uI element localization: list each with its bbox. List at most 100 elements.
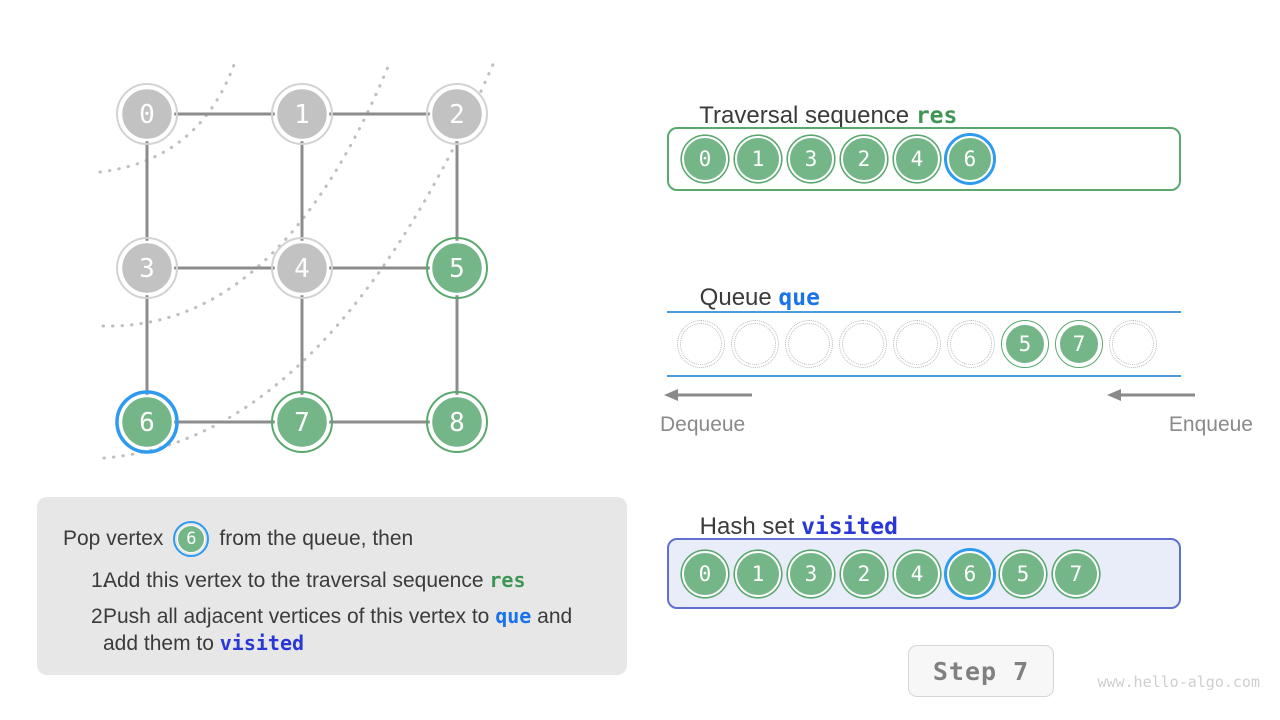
res-token: 3 [788, 136, 834, 182]
graph-node-3[interactable]: 3 [116, 237, 178, 299]
queue-slot-label: 7 [1058, 323, 1100, 365]
queue-slot-label [950, 323, 992, 365]
queue-slot-outer-ring [731, 320, 779, 368]
caption-box: Pop vertex 6 from the queue, then Add th… [37, 497, 627, 675]
graph-canvas: 0 1 2 3 4 5 6 7 8 [98, 60, 496, 460]
queue-slot-empty [1109, 320, 1157, 368]
queue-slot-label [734, 323, 776, 365]
caption-step-2-code-que: que [495, 604, 532, 628]
caption-pop-suffix: from the queue, then [219, 527, 414, 550]
node-outer-ring [271, 83, 333, 145]
queue-slot-outer-ring [893, 320, 941, 368]
visited-token-label: 7 [1053, 550, 1099, 597]
graph-node-5[interactable]: 5 [426, 237, 488, 299]
queue-slot-outer-ring [1055, 320, 1103, 368]
graph-node-0[interactable]: 0 [116, 83, 178, 145]
graph-nodes: 0 1 2 3 4 5 6 7 8 [115, 83, 488, 454]
res-token-label: 3 [788, 136, 834, 182]
node-outer-ring [116, 237, 178, 299]
watermark: www.hello-algo.com [1097, 673, 1260, 691]
queue-slot-outer-ring [677, 320, 725, 368]
res-token: 4 [894, 136, 940, 182]
visited-title-text: Hash set [699, 513, 802, 540]
visited-token: 5 [1000, 550, 1046, 597]
visited-token: 7 [1053, 550, 1099, 597]
node-outer-ring [115, 390, 179, 454]
visited-token: 2 [841, 550, 887, 597]
node-label: 8 [449, 408, 465, 438]
step-badge: Step 7 [908, 645, 1054, 697]
queue-slot-label [680, 323, 722, 365]
queue-slot-outer-ring [839, 320, 887, 368]
visited-token: 4 [894, 550, 940, 597]
node-fill [429, 240, 485, 296]
visited-token-label: 3 [788, 550, 834, 597]
visited-token: 6 [947, 550, 993, 597]
res-token-label: 0 [682, 136, 728, 182]
queue-slot-label [1112, 323, 1154, 365]
node-outer-ring [271, 391, 333, 453]
graph-node-7[interactable]: 7 [271, 391, 333, 453]
caption-line-1: Pop vertex 6 from the queue, then [63, 519, 601, 559]
visited-token: 0 [682, 550, 728, 597]
node-fill [429, 86, 485, 142]
visited-token-label: 5 [1000, 550, 1046, 597]
visited-token: 1 [735, 550, 781, 597]
node-label: 1 [294, 100, 310, 130]
queue-slot-label [842, 323, 884, 365]
caption-step-2-text2: and add them to [103, 605, 573, 655]
node-label: 2 [449, 100, 465, 130]
graph-node-6[interactable]: 6 [115, 390, 179, 454]
node-label: 3 [139, 254, 155, 284]
queue-section-title: Queue que [673, 256, 820, 340]
node-label: 4 [294, 254, 310, 284]
res-title-text: Traversal sequence [699, 102, 916, 129]
visited-token-label: 6 [947, 550, 993, 597]
caption-step-1-text: Add this vertex to the traversal sequenc… [103, 569, 490, 592]
node-label: 7 [294, 408, 310, 438]
visited-section-title: Hash set visited [673, 485, 898, 569]
vertex-token-label: 6 [177, 525, 206, 553]
queue-slot-empty [947, 320, 995, 368]
queue-slot-filled: 5 [1001, 320, 1049, 368]
queue-slot-outer-ring [947, 320, 995, 368]
node-outer-ring [116, 83, 178, 145]
node-outer-ring [426, 237, 488, 299]
queue-slot-label [896, 323, 938, 365]
enqueue-label: Enqueue [1168, 413, 1253, 436]
graph-node-4[interactable]: 4 [271, 237, 333, 299]
visited-token-label: 2 [841, 550, 887, 597]
queue-slot-empty [839, 320, 887, 368]
graph-node-1[interactable]: 1 [271, 83, 333, 145]
queue-slot-outer-ring [1109, 320, 1157, 368]
res-token-label: 1 [735, 136, 781, 182]
res-token-label: 4 [894, 136, 940, 182]
node-fill [274, 240, 330, 296]
visited-token-label: 0 [682, 550, 728, 597]
bfs-level-arcs [98, 60, 496, 460]
caption-vertex-token: 6 [173, 521, 210, 557]
node-label: 0 [139, 100, 155, 130]
caption-steps-list: Add this vertex to the traversal sequenc… [63, 567, 601, 657]
graph-node-2[interactable]: 2 [426, 83, 488, 145]
res-token: 6 [947, 136, 993, 182]
caption-step-2: Push all adjacent vertices of this verte… [63, 603, 601, 657]
node-fill [119, 86, 175, 142]
graph-node-8[interactable]: 8 [426, 391, 488, 453]
res-token: 2 [841, 136, 887, 182]
dequeue-label: Dequeue [660, 413, 746, 436]
caption-step-2-text: Push all adjacent vertices of this verte… [103, 605, 496, 628]
node-fill [429, 394, 485, 450]
node-fill [119, 240, 175, 296]
queue-slot-filled: 7 [1055, 320, 1103, 368]
dequeue-arrow-icon [664, 389, 752, 401]
queue-title-text: Queue [699, 284, 779, 311]
res-token: 1 [735, 136, 781, 182]
visited-title-code: visited [801, 514, 898, 540]
visited-token: 3 [788, 550, 834, 597]
node-outer-ring [271, 237, 333, 299]
